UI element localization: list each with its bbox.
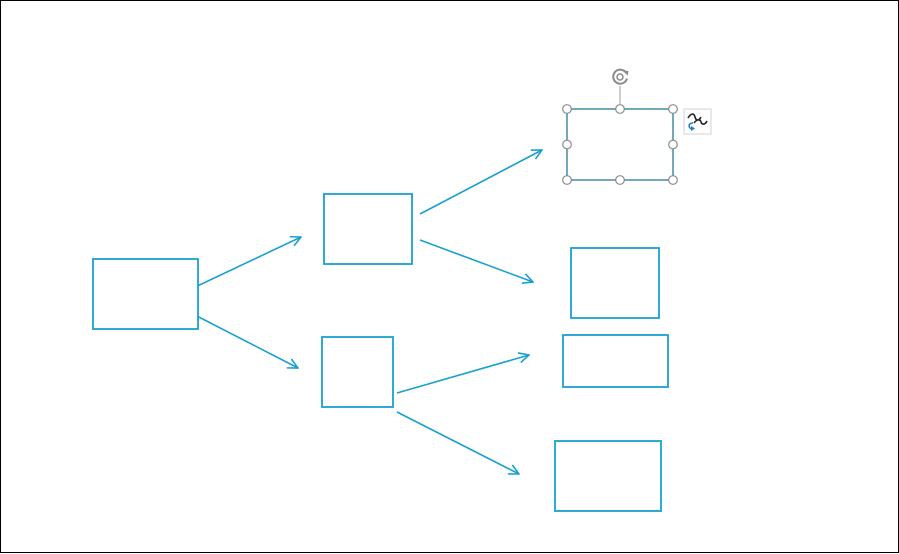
mid-box-bottom[interactable] (321, 336, 394, 408)
connector-root-box-to-mid-box-top[interactable] (190, 237, 301, 290)
resize-handle-middle-left[interactable] (562, 139, 572, 150)
layout-options-icon[interactable] (683, 108, 712, 135)
selection-layer (562, 68, 712, 185)
connector-mid-box-top-to-leaf-box-1[interactable] (419, 150, 542, 215)
leaf-box-1[interactable] (566, 108, 674, 181)
connectors-layer (190, 150, 542, 474)
resize-handle-top-left[interactable] (562, 104, 572, 114)
resize-handle-middle-right[interactable] (668, 139, 678, 150)
shapes-layer (92, 108, 674, 512)
rotate-icon[interactable] (611, 68, 629, 86)
connector-mid-box-bottom-to-leaf-box-4[interactable] (396, 411, 519, 474)
resize-handle-top-middle[interactable] (615, 104, 625, 114)
resize-handle-top-right[interactable] (668, 104, 678, 114)
leaf-box-3[interactable] (562, 334, 669, 388)
root-box[interactable] (92, 258, 199, 330)
leaf-box-2[interactable] (570, 247, 660, 319)
leaf-box-4[interactable] (554, 440, 662, 512)
connector-mid-box-top-to-leaf-box-2[interactable] (419, 239, 533, 282)
connector-root-box-to-mid-box-bottom[interactable] (190, 312, 298, 368)
connector-mid-box-bottom-to-leaf-box-3[interactable] (396, 355, 529, 394)
resize-handle-bottom-middle[interactable] (615, 175, 625, 185)
resize-handle-bottom-left[interactable] (562, 175, 572, 185)
mid-box-top[interactable] (323, 193, 413, 265)
resize-handle-bottom-right[interactable] (668, 175, 678, 185)
